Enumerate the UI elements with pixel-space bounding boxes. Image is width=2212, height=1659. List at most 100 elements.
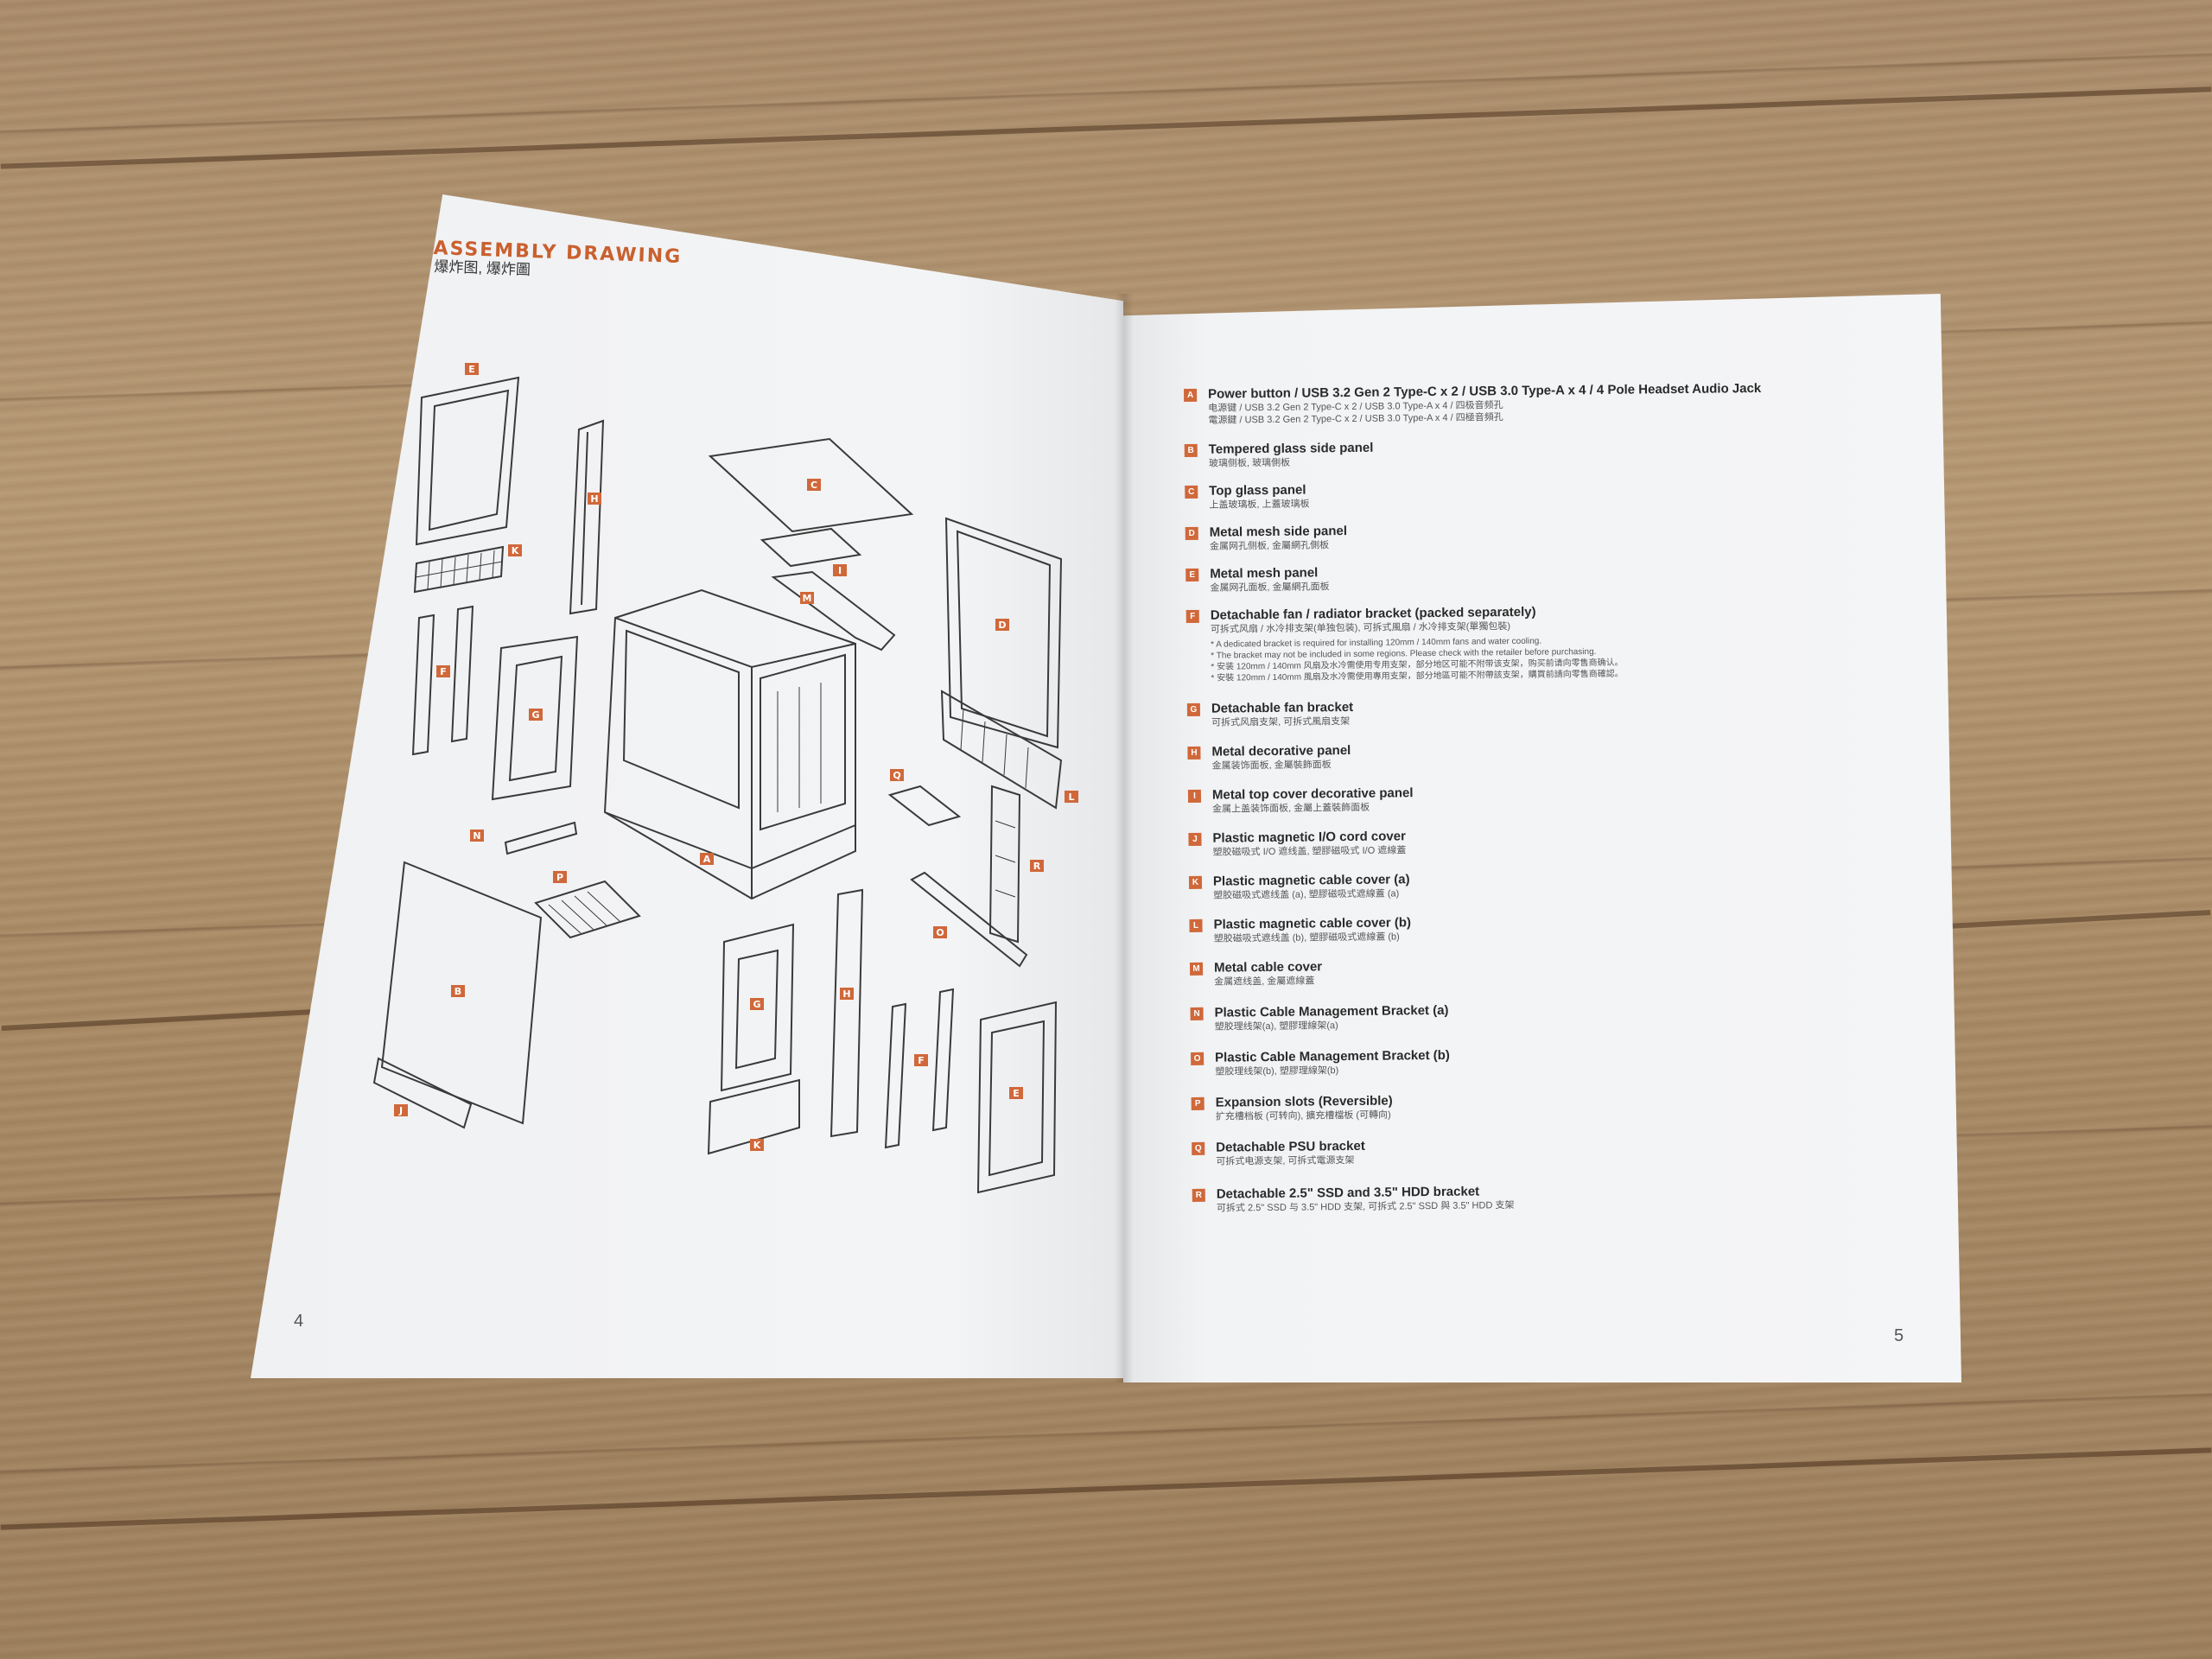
part-item-j: J Plastic magnetic I/O cord cover 塑胶磁吸式 … xyxy=(1188,825,1793,859)
book-spine xyxy=(1115,294,1134,1382)
part-f-left-brackets xyxy=(411,605,474,756)
part-letter-badge: D xyxy=(1185,526,1198,540)
svg-text:J: J xyxy=(398,1105,403,1116)
svg-text:K: K xyxy=(753,1140,761,1151)
page-number-right: 5 xyxy=(1894,1326,1904,1345)
parts-list: A Power button / USB 3.2 Gen 2 Type-C x … xyxy=(1184,381,1797,1215)
badge-G-left: G xyxy=(529,709,543,721)
part-h-top-panel xyxy=(569,419,605,615)
part-item-o: O Plastic Cable Management Bracket (b) 塑… xyxy=(1191,1045,1796,1078)
badge-A: A xyxy=(700,853,714,865)
part-letter-badge: P xyxy=(1191,1096,1205,1110)
part-m-metal-cover xyxy=(771,570,896,652)
badge-K-top: K xyxy=(508,544,522,556)
right-page xyxy=(1123,294,1961,1382)
part-n-cable-bracket xyxy=(504,821,578,855)
part-g-bottom-bracket xyxy=(720,923,795,1092)
part-item-q: Q Detachable PSU bracket 可拆式电源支架, 可拆式電源支… xyxy=(1192,1135,1796,1168)
part-letter-badge: C xyxy=(1185,485,1198,499)
part-item-m: M Metal cable cover 金属遮线盖, 金屬遮線蓋 xyxy=(1189,955,1795,988)
badge-I: I xyxy=(833,564,847,576)
part-letter-badge: O xyxy=(1191,1052,1205,1065)
svg-text:H: H xyxy=(590,493,598,505)
part-g-left-bracket xyxy=(491,635,579,801)
svg-text:E: E xyxy=(1013,1088,1020,1099)
part-o-cable-bracket xyxy=(910,871,1028,968)
badge-G-bottom: G xyxy=(750,998,764,1010)
part-item-b: B Tempered glass side panel 玻璃侧板, 玻璃側板 xyxy=(1184,436,1789,470)
part-h-bottom-panel xyxy=(830,888,864,1138)
badge-M: M xyxy=(800,592,814,604)
svg-text:F: F xyxy=(440,666,447,677)
part-j-io-cover xyxy=(372,1057,473,1129)
svg-text:R: R xyxy=(1033,861,1041,872)
case-chassis xyxy=(603,588,856,900)
svg-text:N: N xyxy=(473,830,480,842)
part-item-h: H Metal decorative panel 金属装饰面板, 金屬裝飾面板 xyxy=(1187,739,1792,772)
badge-F-bottom: F xyxy=(914,1054,928,1066)
badge-E-bottom: E xyxy=(1009,1087,1023,1099)
part-letter-badge: E xyxy=(1185,568,1199,582)
part-item-a: A Power button / USB 3.2 Gen 2 Type-C x … xyxy=(1184,381,1789,427)
badge-H-bottom: H xyxy=(840,988,854,1000)
part-letter-badge: G xyxy=(1186,702,1200,716)
badge-L: L xyxy=(1065,791,1078,803)
part-letter-badge: R xyxy=(1192,1188,1205,1202)
svg-text:F: F xyxy=(918,1055,925,1066)
part-item-k: K Plastic magnetic cable cover (a) 塑胶磁吸式… xyxy=(1188,868,1794,902)
svg-text:D: D xyxy=(998,620,1006,631)
badge-J: J xyxy=(394,1104,408,1116)
part-p-expansion-slots xyxy=(534,880,641,939)
part-b-glass-panel xyxy=(380,861,543,1125)
part-l-cable-cover xyxy=(940,690,1063,810)
part-k-bottom-cover xyxy=(707,1078,800,1155)
svg-text:O: O xyxy=(936,927,944,938)
part-letter-badge: J xyxy=(1188,832,1202,846)
badge-F-left: F xyxy=(436,665,450,677)
part-item-c: C Top glass panel 上盖玻璃板, 上蓋玻璃板 xyxy=(1185,478,1789,512)
diagram-badges: E H K C I M D F G N P A Q L R B O G H F … xyxy=(394,363,1078,1151)
svg-text:H: H xyxy=(842,988,850,1000)
badge-P: P xyxy=(553,871,567,883)
part-letter-badge: H xyxy=(1187,746,1201,760)
badge-N: N xyxy=(470,830,484,842)
svg-text:G: G xyxy=(753,999,760,1010)
part-d-mesh-side xyxy=(944,517,1063,749)
part-letter-badge: N xyxy=(1190,1007,1204,1020)
part-letter-badge: L xyxy=(1189,918,1203,932)
svg-text:K: K xyxy=(512,545,519,556)
svg-text:M: M xyxy=(803,593,812,604)
part-letter-badge: M xyxy=(1189,962,1204,976)
part-item-p: P Expansion slots (Reversible) 扩充槽档板 (可转… xyxy=(1191,1090,1796,1123)
part-item-l: L Plastic magnetic cable cover (b) 塑胶磁吸式… xyxy=(1189,912,1794,945)
part-k-top-grid xyxy=(413,545,505,594)
part-e-top-frame xyxy=(415,376,520,546)
badge-E-top: E xyxy=(465,363,479,375)
part-item-d: D Metal mesh side panel 金属网孔侧板, 金屬網孔側板 xyxy=(1185,519,1790,553)
part-item-g: G Detachable fan bracket 可拆式风扇支架, 可拆式風扇支… xyxy=(1186,696,1792,729)
part-q-psu-bracket xyxy=(887,785,962,827)
svg-text:E: E xyxy=(468,364,475,375)
svg-text:Q: Q xyxy=(893,770,900,781)
part-c-top-glass xyxy=(708,437,914,533)
part-item-i: I Metal top cover decorative panel 金属上盖装… xyxy=(1187,782,1793,816)
svg-text:C: C xyxy=(810,480,817,491)
part-letter-badge: F xyxy=(1185,609,1199,623)
badge-K-bottom: K xyxy=(750,1139,764,1151)
badge-C: C xyxy=(807,479,821,491)
badge-H-top: H xyxy=(588,493,601,505)
part-item-n: N Plastic Cable Management Bracket (a) 塑… xyxy=(1190,1000,1795,1033)
part-r-drive-bracket xyxy=(988,785,1021,944)
part-item-f: F Detachable fan / radiator bracket (pac… xyxy=(1185,602,1792,684)
part-f-bottom-brackets xyxy=(884,988,955,1149)
part-item-e: E Metal mesh panel 金属网孔面板, 金屬網孔面板 xyxy=(1185,561,1790,594)
badge-O: O xyxy=(933,926,947,938)
part-letter-badge: A xyxy=(1184,388,1198,402)
svg-text:P: P xyxy=(556,872,563,883)
part-letter-badge: I xyxy=(1187,789,1202,803)
badge-Q: Q xyxy=(890,769,904,781)
svg-text:L: L xyxy=(1068,791,1074,803)
svg-text:I: I xyxy=(838,565,842,576)
page-number-left: 4 xyxy=(294,1312,304,1331)
